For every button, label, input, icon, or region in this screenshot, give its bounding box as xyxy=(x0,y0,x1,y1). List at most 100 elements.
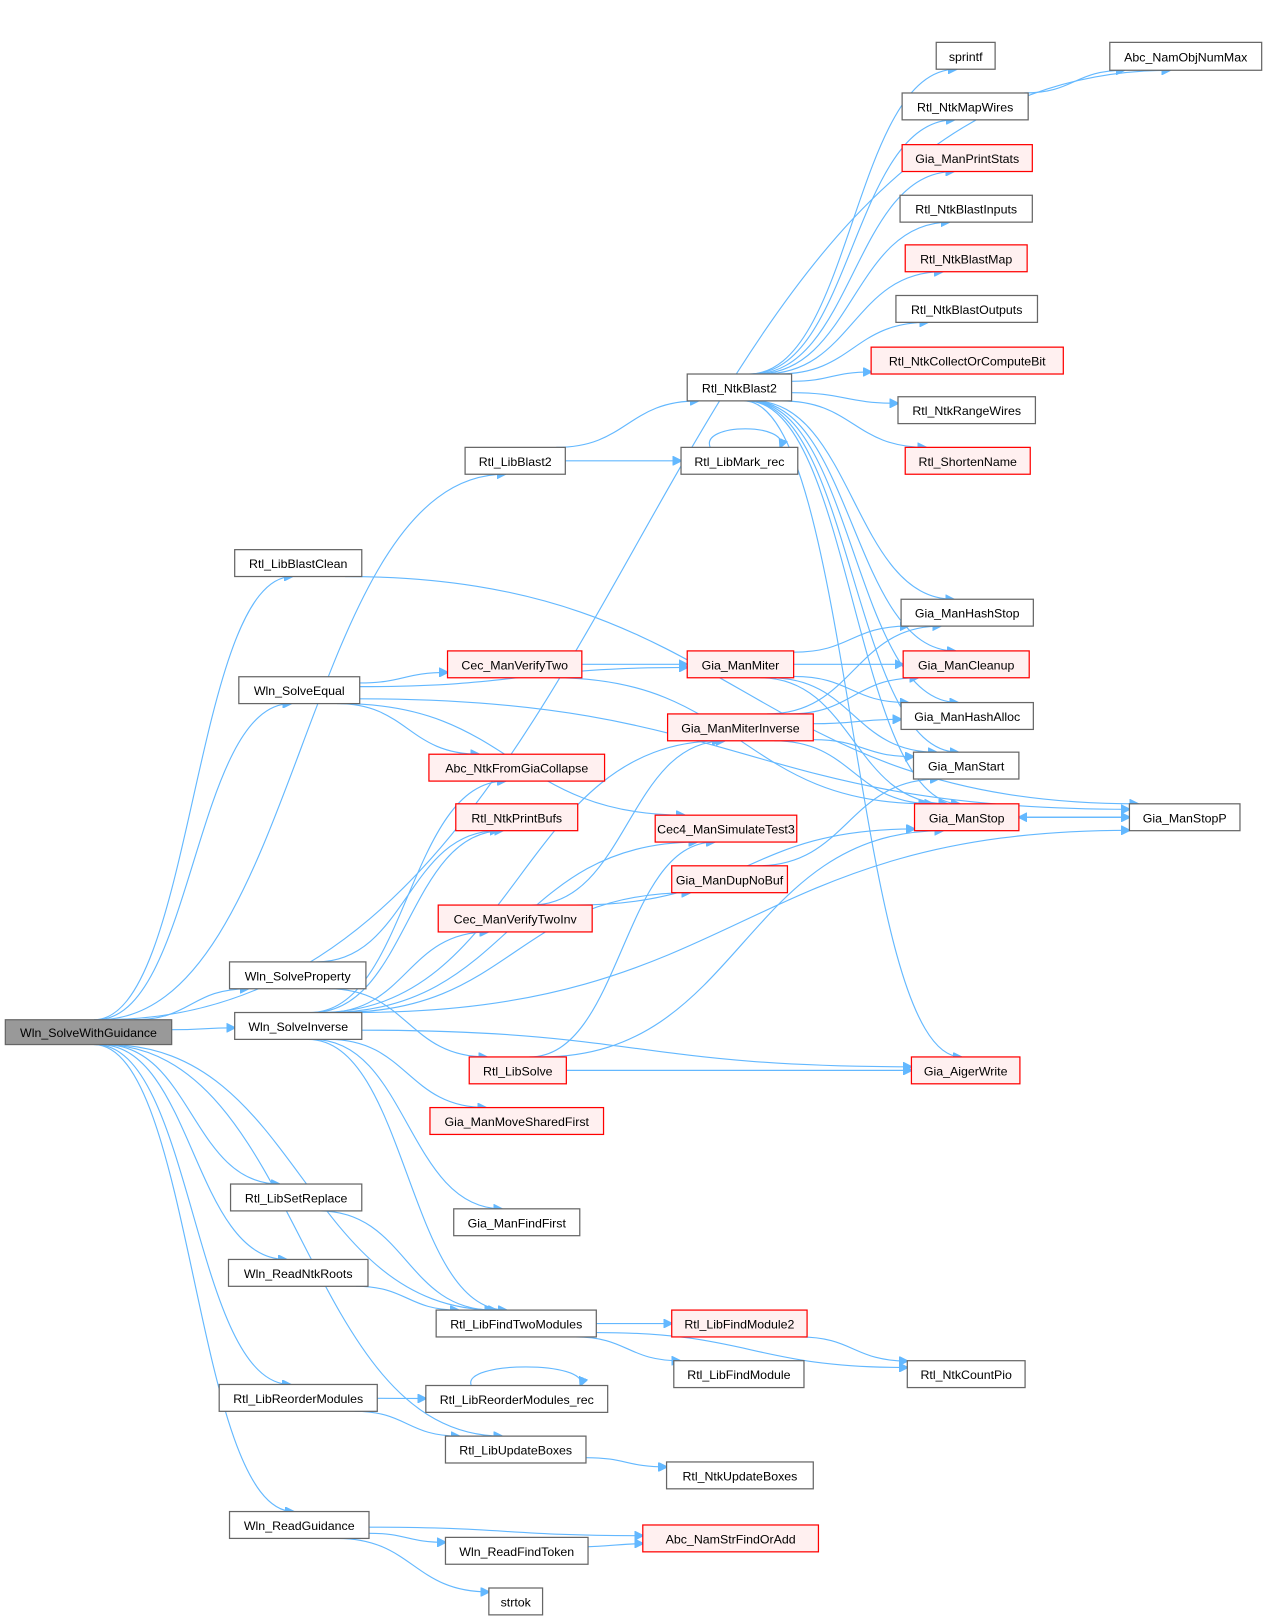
node-root[interactable]: Wln_SolveWithGuidance xyxy=(4,1019,173,1046)
node-mapwires[interactable]: Rtl_NtkMapWires xyxy=(901,92,1029,121)
node-aigerwrite[interactable]: Gia_AigerWrite xyxy=(910,1056,1021,1085)
node-box[interactable] xyxy=(218,1383,378,1412)
node-movesf[interactable]: Gia_ManMoveSharedFirst xyxy=(429,1106,605,1136)
node-rangewires[interactable]: Rtl_NtkRangeWires xyxy=(897,396,1037,425)
node-solveequal[interactable]: Wln_SolveEqual xyxy=(238,676,361,705)
node-strfind[interactable]: Abc_NamStrFindOrAdd xyxy=(642,1524,820,1553)
node-box[interactable] xyxy=(4,1019,173,1046)
node-cleanup[interactable]: Gia_ManCleanup xyxy=(902,650,1030,679)
node-libblast2[interactable]: Rtl_LibBlast2 xyxy=(464,446,566,475)
node-box[interactable] xyxy=(228,961,367,990)
node-shorten[interactable]: Rtl_ShortenName xyxy=(904,446,1031,475)
node-box[interactable] xyxy=(425,1384,609,1413)
node-reorderrec[interactable]: Rtl_LibReorderModules_rec xyxy=(425,1384,609,1413)
node-box[interactable] xyxy=(1128,803,1241,832)
node-ntkblast2[interactable]: Rtl_NtkBlast2 xyxy=(686,373,793,402)
node-box[interactable] xyxy=(902,650,1030,679)
node-verifytwo[interactable]: Cec_ManVerifyTwo xyxy=(446,650,583,679)
node-solveinv[interactable]: Wln_SolveInverse xyxy=(234,1011,363,1041)
node-box[interactable] xyxy=(901,144,1033,173)
node-box[interactable] xyxy=(904,446,1031,475)
node-box[interactable] xyxy=(468,1056,567,1085)
node-findmod2[interactable]: Rtl_LibFindModule2 xyxy=(671,1309,808,1338)
node-box[interactable] xyxy=(444,1536,589,1565)
node-blastinputs[interactable]: Rtl_NtkBlastInputs xyxy=(899,194,1033,223)
node-solveprop[interactable]: Wln_SolveProperty xyxy=(228,961,367,990)
node-findtoken[interactable]: Wln_ReadFindToken xyxy=(444,1536,589,1565)
node-miterinv[interactable]: Gia_ManMiterInverse xyxy=(666,713,814,742)
node-manstop[interactable]: Gia_ManStop xyxy=(913,803,1020,832)
node-countpio[interactable]: Rtl_NtkCountPio xyxy=(906,1360,1026,1389)
node-box[interactable] xyxy=(654,814,798,843)
node-box[interactable] xyxy=(1109,41,1263,71)
node-box[interactable] xyxy=(680,446,799,475)
node-box[interactable] xyxy=(234,1011,363,1041)
node-dupnobuf[interactable]: Gia_ManDupNoBuf xyxy=(671,865,789,894)
node-box[interactable] xyxy=(906,1360,1026,1389)
node-box[interactable] xyxy=(900,701,1034,731)
node-manstart[interactable]: Gia_ManStart xyxy=(912,751,1020,780)
node-box[interactable] xyxy=(671,865,789,894)
node-box[interactable] xyxy=(671,1309,808,1338)
node-strtok[interactable]: strtok xyxy=(488,1587,544,1616)
node-box[interactable] xyxy=(901,92,1029,121)
node-box[interactable] xyxy=(904,244,1028,273)
node-libmark[interactable]: Rtl_LibMark_rec xyxy=(680,446,799,475)
node-hashalloc[interactable]: Gia_ManHashAlloc xyxy=(900,701,1034,731)
node-box[interactable] xyxy=(870,346,1064,375)
node-box[interactable] xyxy=(228,1510,370,1540)
node-box[interactable] xyxy=(899,194,1033,223)
node-box[interactable] xyxy=(666,713,814,742)
node-printbufs[interactable]: Rtl_NtkPrintBufs xyxy=(455,803,579,832)
node-verifytwoinv[interactable]: Cec_ManVerifyTwoInv xyxy=(437,904,593,933)
node-box[interactable] xyxy=(437,904,593,933)
node-box[interactable] xyxy=(428,753,606,782)
node-box[interactable] xyxy=(429,1106,605,1136)
node-box[interactable] xyxy=(464,446,566,475)
node-updateboxes[interactable]: Rtl_LibUpdateBoxes xyxy=(444,1435,587,1464)
node-blastmap[interactable]: Rtl_NtkBlastMap xyxy=(904,244,1028,273)
node-sprintf[interactable]: sprintf xyxy=(935,41,996,70)
node-box[interactable] xyxy=(686,650,795,679)
node-setreplace[interactable]: Rtl_LibSetReplace xyxy=(229,1183,363,1212)
node-box[interactable] xyxy=(673,1360,805,1389)
node-box[interactable] xyxy=(642,1524,820,1553)
node-findfirst[interactable]: Gia_ManFindFirst xyxy=(453,1208,581,1237)
node-reorder[interactable]: Rtl_LibReorderModules xyxy=(218,1383,378,1412)
node-ntkupdate[interactable]: Rtl_NtkUpdateBoxes xyxy=(665,1461,814,1490)
node-findmod[interactable]: Rtl_LibFindModule xyxy=(673,1360,805,1389)
node-blastclean[interactable]: Rtl_LibBlastClean xyxy=(234,549,363,578)
node-box[interactable] xyxy=(435,1309,597,1338)
node-box[interactable] xyxy=(488,1587,544,1616)
node-box[interactable] xyxy=(913,803,1020,832)
node-box[interactable] xyxy=(686,373,793,402)
node-box[interactable] xyxy=(935,41,996,70)
node-simtest[interactable]: Cec4_ManSimulateTest3 xyxy=(654,814,798,843)
node-box[interactable] xyxy=(900,598,1034,627)
node-printstats[interactable]: Gia_ManPrintStats xyxy=(901,144,1033,173)
node-manstopp[interactable]: Gia_ManStopP xyxy=(1128,803,1241,832)
node-findtwo[interactable]: Rtl_LibFindTwoModules xyxy=(435,1309,597,1338)
node-box[interactable] xyxy=(895,294,1039,323)
node-readntkroots[interactable]: Wln_ReadNtkRoots xyxy=(227,1258,369,1287)
node-box[interactable] xyxy=(229,1183,363,1212)
node-box[interactable] xyxy=(897,396,1037,425)
node-libsolve[interactable]: Rtl_LibSolve xyxy=(468,1056,567,1085)
node-hashstop[interactable]: Gia_ManHashStop xyxy=(900,598,1034,627)
node-box[interactable] xyxy=(238,676,361,705)
node-box[interactable] xyxy=(910,1056,1021,1085)
node-box[interactable] xyxy=(455,803,579,832)
node-box[interactable] xyxy=(453,1208,581,1237)
node-box[interactable] xyxy=(227,1258,369,1287)
node-miter[interactable]: Gia_ManMiter xyxy=(686,650,795,679)
node-abcnamobj[interactable]: Abc_NamObjNumMax xyxy=(1109,41,1263,71)
node-box[interactable] xyxy=(444,1435,587,1464)
node-blastoutputs[interactable]: Rtl_NtkBlastOutputs xyxy=(895,294,1039,323)
node-box[interactable] xyxy=(234,549,363,578)
node-box[interactable] xyxy=(665,1461,814,1490)
node-fromgia[interactable]: Abc_NtkFromGiaCollapse xyxy=(428,753,606,782)
node-readguid[interactable]: Wln_ReadGuidance xyxy=(228,1510,370,1540)
node-box[interactable] xyxy=(446,650,583,679)
node-collect[interactable]: Rtl_NtkCollectOrComputeBit xyxy=(870,346,1064,375)
node-box[interactable] xyxy=(912,751,1020,780)
